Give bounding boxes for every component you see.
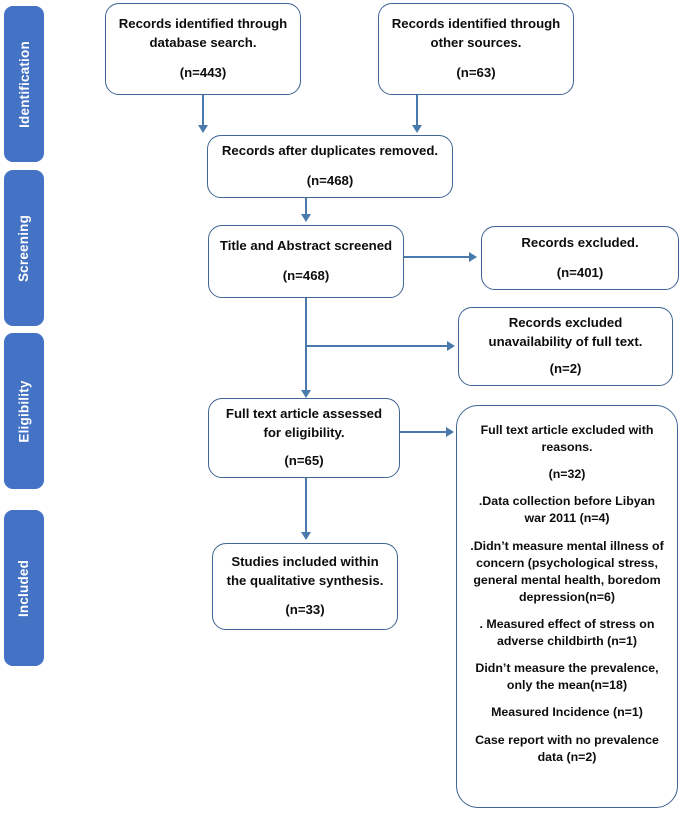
exclusion-reason-item: .Didn’t measure mental illness of concer…: [470, 538, 664, 604]
box-excluded-unavailable-fulltext: Records excluded unavailability of full …: [458, 307, 673, 386]
connector-to-unavailable: [305, 345, 449, 347]
stage-label-identification: Identification: [16, 40, 32, 128]
exclusion-reason-item: Case report with no prevalence data (n=2…: [475, 732, 659, 764]
box-records-after-duplicates: Records after duplicates removed. (n=468…: [207, 135, 453, 198]
box-excluded-unavailable-fulltext-count: (n=2): [549, 361, 582, 377]
box-excluded-unavailable-fulltext-text: Records excluded unavailability of full …: [488, 315, 643, 349]
box-fulltext-assessed-count: (n=65): [284, 453, 324, 469]
connector-duplicates-to-title: [305, 197, 307, 217]
stage-label-included: Included: [16, 559, 32, 617]
box-records-excluded: Records excluded. (n=401): [481, 226, 679, 290]
arrowhead-fulltext-to-reasons: [446, 427, 454, 437]
box-studies-included-text: Studies included within the qualitative …: [226, 553, 384, 588]
box-title-abstract-screened: Title and Abstract screened (n=468): [208, 225, 404, 298]
exclusion-reason-item: .Data collection before Libyan war 2011 …: [478, 494, 656, 526]
box-records-identified-other-text: Records identified through other sources…: [391, 16, 561, 51]
box-records-after-duplicates-count: (n=468): [306, 173, 354, 188]
box-records-identified-database: Records identified through database sear…: [105, 3, 301, 95]
arrowhead-title-to-fulltext: [301, 390, 311, 398]
arrowhead-other-to-duplicates: [412, 125, 422, 133]
arrowhead-duplicates-to-title: [301, 214, 311, 222]
exclusion-reason-item: Measured Incidence (n=1): [491, 705, 643, 720]
box-excluded-reasons-count: (n=32): [548, 467, 586, 482]
box-title-abstract-screened-text: Title and Abstract screened: [219, 238, 393, 254]
box-studies-included: Studies included within the qualitative …: [212, 543, 398, 630]
stage-label-screening: Screening: [16, 214, 32, 282]
box-excluded-reasons-heading: Full text article excluded with reasons.: [480, 423, 654, 455]
box-records-identified-other-count: (n=63): [456, 64, 496, 80]
stage-tab-screening: Screening: [4, 170, 44, 326]
stage-tab-identification: Identification: [4, 6, 44, 162]
box-records-identified-other: Records identified through other sources…: [378, 3, 574, 95]
connector-fulltext-to-reasons: [400, 431, 448, 433]
connector-fulltext-to-studies: [305, 478, 307, 534]
stage-label-eligibility: Eligibility: [16, 379, 32, 443]
box-records-after-duplicates-text: Records after duplicates removed.: [221, 143, 439, 159]
exclusion-reason-item: . Measured effect of stress on adverse c…: [479, 616, 655, 649]
exclusion-reason-item: Didn’t measure the prevalence, only the …: [475, 661, 659, 693]
arrowhead-to-unavailable: [447, 341, 455, 351]
arrowhead-db-to-duplicates: [198, 125, 208, 133]
box-records-excluded-text: Records excluded.: [521, 234, 639, 250]
stage-tab-included: Included: [4, 510, 44, 666]
arrowhead-title-to-excluded: [469, 252, 477, 262]
connector-db-to-duplicates: [202, 93, 204, 126]
stage-tab-eligibility: Eligibility: [4, 333, 44, 489]
box-records-identified-database-count: (n=443): [179, 64, 227, 80]
box-studies-included-count: (n=33): [285, 602, 325, 618]
connector-other-to-duplicates: [416, 93, 418, 126]
connector-title-to-excluded: [403, 256, 471, 258]
box-records-excluded-count: (n=401): [556, 264, 604, 280]
connector-title-to-fulltext: [305, 297, 307, 392]
box-fulltext-assessed-text: Full text article assessed for eligibili…: [225, 406, 383, 440]
box-fulltext-excluded-with-reasons: Full text article excluded with reasons.…: [456, 405, 678, 808]
box-fulltext-assessed: Full text article assessed for eligibili…: [208, 398, 400, 478]
box-records-identified-database-text: Records identified through database sear…: [118, 16, 288, 51]
arrowhead-fulltext-to-studies: [301, 532, 311, 540]
box-title-abstract-screened-count: (n=468): [282, 268, 330, 283]
